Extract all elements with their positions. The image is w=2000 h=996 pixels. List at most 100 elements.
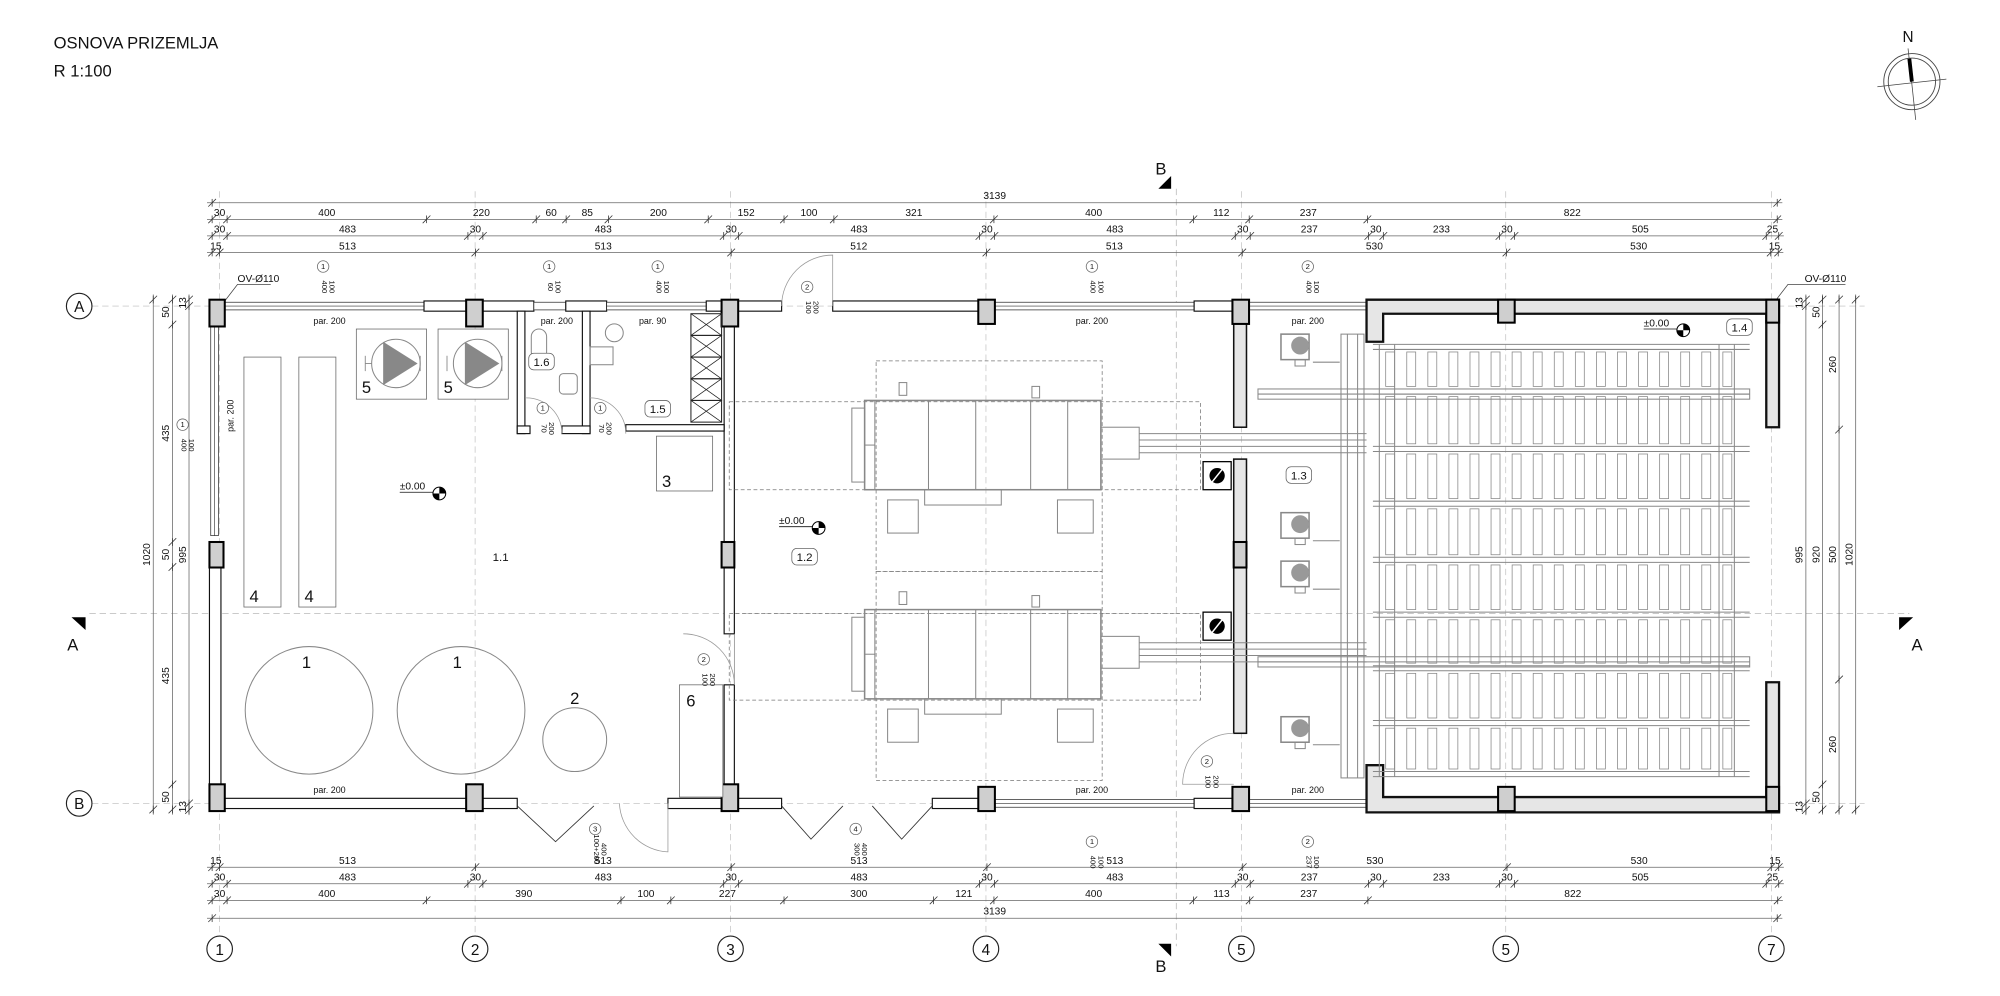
par-label: par. 200 — [313, 316, 345, 326]
elevation-marks: ±0.00±0.00±0.00 — [400, 318, 1691, 535]
equipment-label: 6 — [686, 692, 695, 711]
dimension-total: 3139 — [983, 906, 1006, 917]
vertical-conveyor — [1340, 333, 1365, 779]
opening-type: 1 — [541, 404, 545, 413]
grid-label: 3 — [726, 942, 735, 959]
opening-height: 100 — [1312, 281, 1321, 294]
rack-slat — [1701, 396, 1712, 445]
tank-1 — [396, 646, 526, 775]
rack-slat — [1490, 508, 1501, 556]
dimension-value: 237 — [1301, 873, 1318, 884]
rack-slat — [1448, 508, 1459, 556]
dimension-value: 483 — [339, 225, 356, 236]
dimension-total: 3139 — [983, 191, 1006, 202]
dimension-value: 112 — [1213, 208, 1230, 219]
rack-slat — [1574, 619, 1585, 664]
rack-slat — [1680, 564, 1691, 610]
dimension-value: 237 — [1300, 889, 1317, 900]
rack-slat — [1427, 453, 1438, 500]
dimension-value: 483 — [595, 873, 612, 884]
dimension-value: 15 — [210, 241, 222, 252]
column — [465, 783, 484, 813]
room-1-2-equipment — [728, 360, 1368, 781]
dimension-value: 233 — [1433, 225, 1450, 236]
grid-label: 1 — [215, 942, 224, 959]
opening-type: 3 — [593, 824, 597, 833]
rack-slat — [1448, 672, 1459, 719]
dimension-value: 513 — [339, 241, 356, 252]
column — [208, 298, 226, 328]
opening-height: 200 — [812, 301, 821, 314]
rack-slat — [1427, 619, 1438, 664]
rack-slat — [1448, 396, 1459, 445]
dimension-value: 30 — [725, 873, 737, 884]
dimension-value: 505 — [1632, 873, 1649, 884]
drawing-scale: R 1:100 — [54, 62, 112, 81]
opening-width: 300 — [852, 843, 861, 856]
rack-slat — [1722, 508, 1733, 556]
grid-label: B — [74, 796, 84, 813]
pipe-label-text: OV-Ø110 — [1805, 274, 1847, 285]
room-number: 1.2 — [797, 552, 813, 564]
grid-bubble-col: 1 — [206, 935, 234, 963]
rack-slat — [1385, 508, 1396, 556]
electrical-panel-icon — [1202, 611, 1232, 641]
rack-slat — [1659, 672, 1669, 719]
dimension-value: 50 — [1811, 791, 1822, 803]
dimension-value: 483 — [339, 873, 356, 884]
rack-slat — [1448, 351, 1459, 387]
room-number: 1.4 — [1731, 323, 1748, 335]
room-tag-1-1: 1.1 — [487, 547, 514, 566]
rack-slat — [1596, 396, 1606, 445]
fan-unit-icon — [1280, 511, 1340, 546]
opening-type: 2 — [702, 655, 706, 664]
column — [1231, 785, 1251, 813]
rack-slat — [1701, 619, 1712, 664]
rack-slat — [1659, 508, 1669, 556]
rack-slat — [1385, 396, 1396, 445]
rack-slat — [1385, 453, 1396, 500]
dimension-value: 400 — [318, 208, 335, 219]
rack-slat — [1469, 453, 1480, 500]
dimension-value: 25 — [1767, 225, 1779, 236]
rack-slat — [1490, 453, 1501, 500]
grid-label: 2 — [471, 942, 480, 959]
doors — [516, 254, 1234, 853]
dimension-value: 995 — [1795, 546, 1806, 563]
pump-icon — [383, 341, 418, 386]
section-marks: A A B B — [67, 160, 1923, 976]
dimension-value: 512 — [850, 241, 867, 252]
opening-type: 1 — [181, 420, 185, 429]
chair-icon — [604, 323, 624, 343]
dimension-value: 822 — [1564, 889, 1581, 900]
rack-slat — [1574, 351, 1585, 387]
rack-slat — [1406, 619, 1417, 664]
dimension-value: 13 — [178, 297, 189, 309]
equipment-label: 4 — [250, 587, 259, 606]
dimension-value: 920 — [1811, 546, 1822, 563]
rack-slat — [1532, 508, 1543, 556]
section-a-right-label: A — [1911, 635, 1923, 654]
grid-bubble-col: 5 — [1228, 935, 1255, 963]
grid-bubble-col: 2 — [461, 935, 489, 963]
rack-slat — [1617, 396, 1627, 445]
elevation-value: ±0.00 — [1644, 318, 1670, 329]
rack-slat — [1680, 453, 1691, 500]
rack-slat — [1680, 508, 1691, 556]
rack-slat — [1553, 672, 1564, 719]
equipment-label: 5 — [444, 378, 453, 397]
opening-height: 100 — [1312, 856, 1321, 869]
rack-slat — [1490, 351, 1501, 387]
equipment-label: 4 — [304, 587, 313, 606]
rack-slat — [1448, 727, 1459, 770]
rack-slat — [1638, 508, 1648, 556]
opening-width: 100+200 — [592, 834, 601, 864]
par-label: par. 200 — [1076, 316, 1108, 326]
